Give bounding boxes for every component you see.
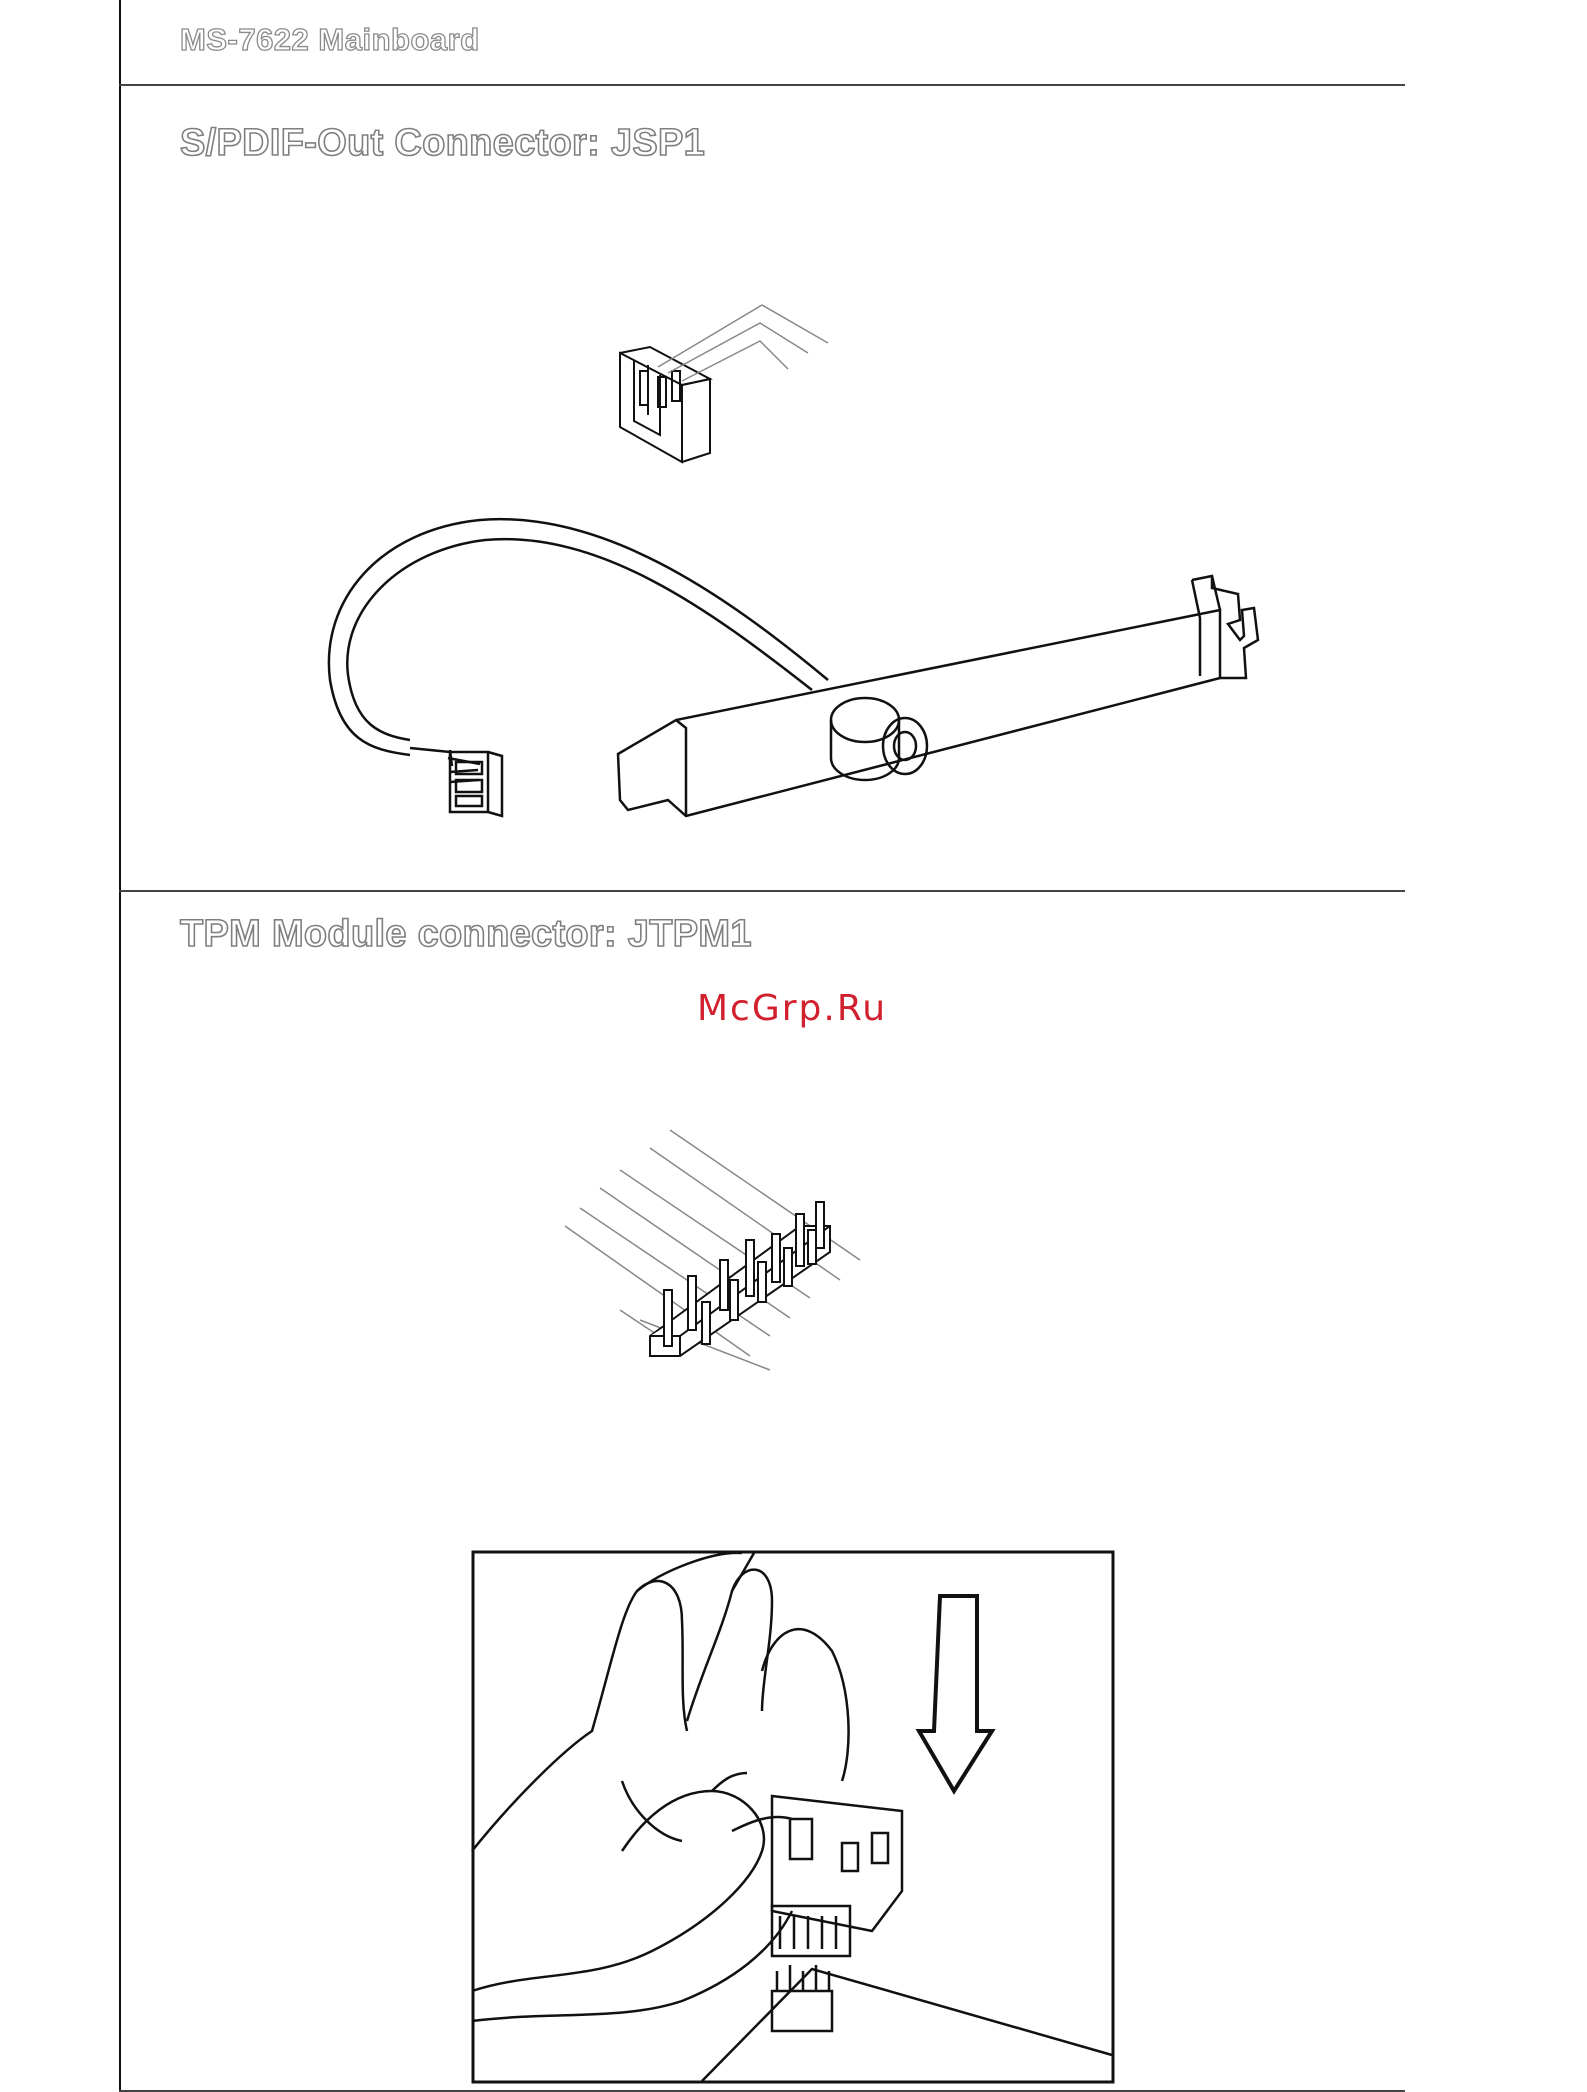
spdif-header-icon (610, 295, 850, 475)
left-margin-line (119, 0, 121, 2092)
watermark-text: McGrp.Ru (697, 988, 887, 1029)
jtpm1-pin-header-icon (560, 1130, 940, 1390)
header-rule (119, 84, 1405, 86)
tpm-installation-illustration (472, 1551, 1115, 2084)
running-header: MS-7622 Mainboard (180, 22, 480, 58)
section-title-spdif: S/PDIF-Out Connector: JSP1 (180, 122, 705, 165)
section-title-tpm: TPM Module connector: JTPM1 (180, 913, 752, 956)
spdif-bracket-illustration (300, 500, 1300, 840)
section-divider (119, 890, 1405, 892)
